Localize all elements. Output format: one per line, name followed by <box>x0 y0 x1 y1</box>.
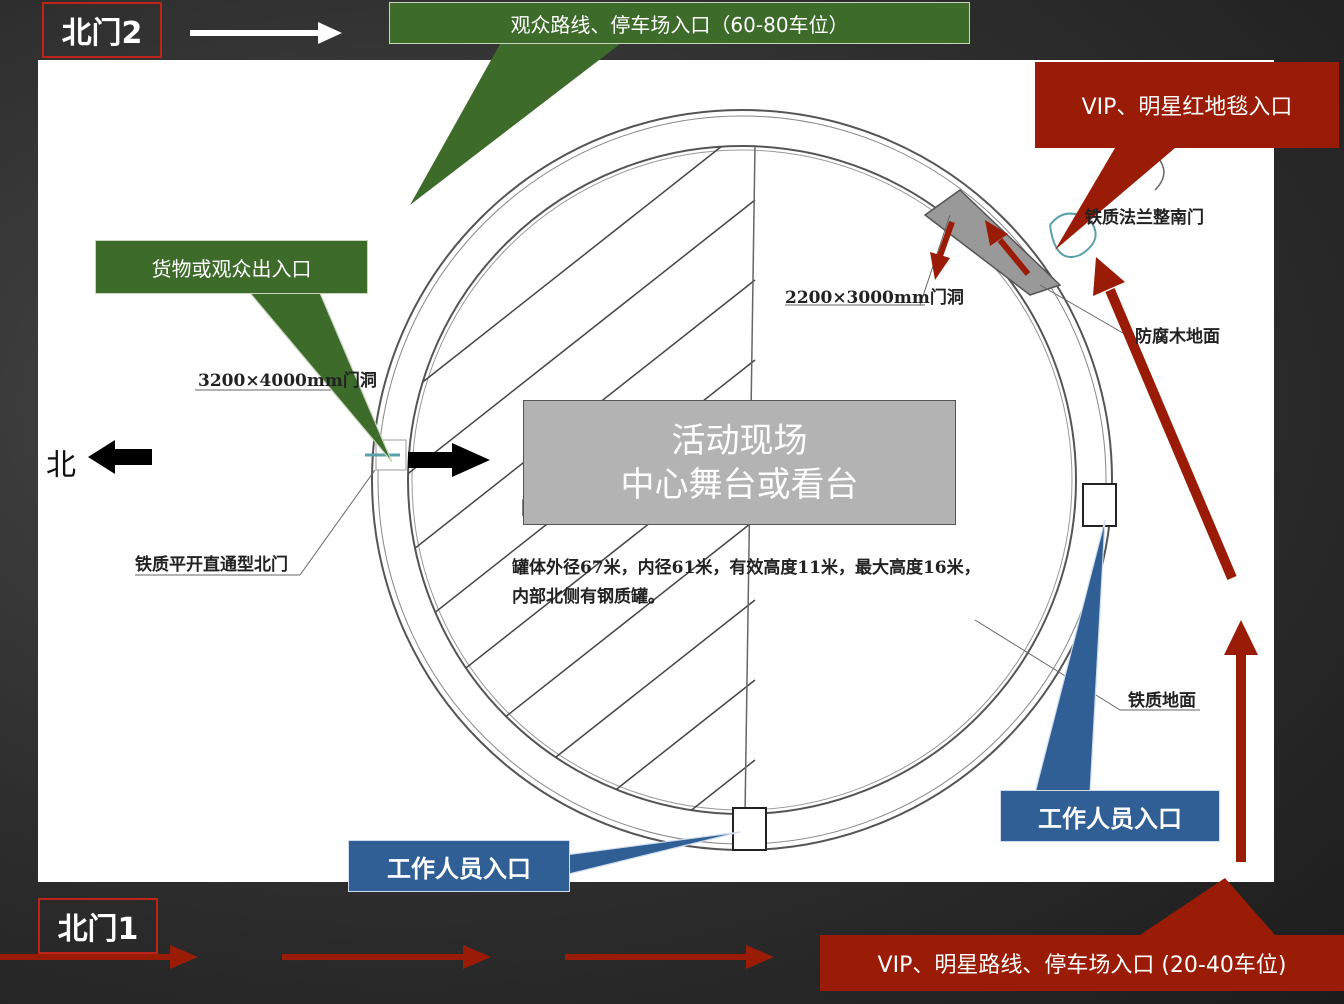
white-arrow-top <box>190 22 342 44</box>
tank-spec-line-2: 内部北侧有钢质罐。 <box>512 587 665 607</box>
staff-door-south <box>732 807 767 851</box>
iron-gate-label: 铁质平开直通型北门 <box>135 555 288 575</box>
stage-subtitle: 中心舞台或看台 <box>620 464 859 505</box>
black-arrow-entrance <box>408 443 490 477</box>
vip-red-carpet-callout: VIP、明星红地毯入口 <box>1035 62 1339 148</box>
red-arrow-ne-down <box>930 221 955 280</box>
door-3200-label: 3200×4000mm门洞 <box>198 371 377 391</box>
north-gate-1-label: 北门1 <box>38 898 158 954</box>
ne-gate-detail <box>1049 212 1097 258</box>
event-stage-box: 活动现场 中心舞台或看台 <box>523 400 956 525</box>
red-arrow-vertical <box>1224 620 1258 862</box>
vip-route-callout-tail <box>1140 878 1275 935</box>
vip-route-callout: VIP、明星路线、停车场入口 (20-40车位) <box>820 935 1344 991</box>
red-arrow-ne-up <box>985 220 1031 276</box>
red-arrow-bottom-3 <box>565 945 774 969</box>
door-2200-label: 2200×3000mm门洞 <box>785 288 964 308</box>
staff-east-callout-tail <box>1034 519 1106 794</box>
cargo-entrance-callout: 货物或观众出入口 <box>95 240 368 294</box>
red-arrow-diagonal <box>1093 257 1237 580</box>
stage-title: 活动现场 <box>671 420 808 461</box>
vip-callout-tail <box>1055 148 1175 250</box>
tank-spec-line-1: 罐体外径67米，内径61米，有效高度11米，最大高度16米， <box>512 558 981 578</box>
wood-floor-label: 防腐木地面 <box>1135 327 1220 347</box>
red-arrow-bottom-2 <box>282 945 491 969</box>
south-gate-label: 铁质法兰整南门 <box>1085 208 1204 228</box>
north-gate-2-label: 北门2 <box>42 2 162 58</box>
north-label: 北 <box>46 448 76 483</box>
audience-route-callout: 观众路线、停车场入口（60-80车位） <box>389 2 970 44</box>
black-arrow-north <box>88 440 152 474</box>
staff-entrance-south-callout: 工作人员入口 <box>348 840 570 892</box>
staff-entrance-east-callout: 工作人员入口 <box>1000 790 1220 842</box>
red-arrow-bottom-1 <box>0 945 198 969</box>
iron-floor-label: 铁质地面 <box>1128 691 1196 711</box>
hatch-pattern <box>408 146 756 814</box>
audience-callout-tail <box>410 44 620 205</box>
staff-door-east <box>1082 483 1117 527</box>
